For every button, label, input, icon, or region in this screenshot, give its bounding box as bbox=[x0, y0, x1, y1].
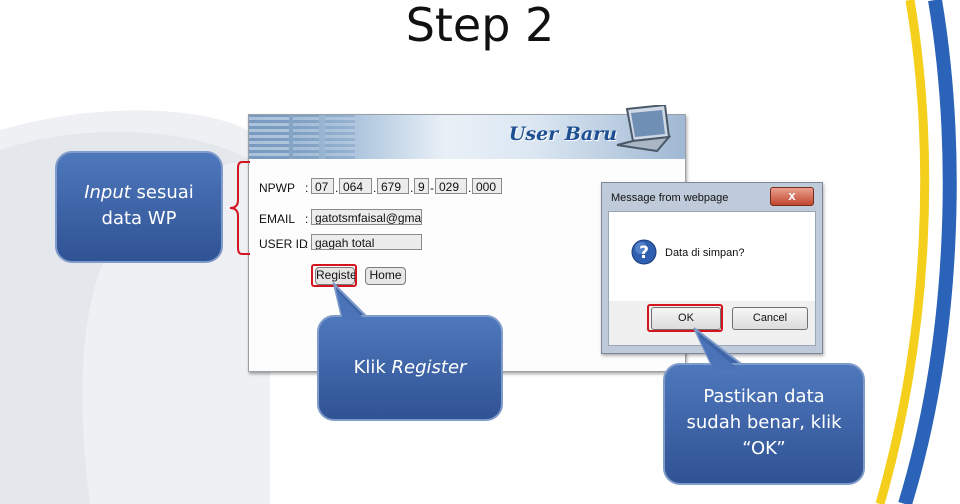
callout-register-italic: Register bbox=[391, 357, 467, 378]
callout-register-text: Klik Register bbox=[318, 355, 502, 381]
npwp-dot: . bbox=[410, 181, 414, 195]
user-id-label: USER ID bbox=[259, 237, 308, 251]
building-graphic bbox=[249, 115, 289, 159]
question-icon: ? bbox=[631, 239, 657, 265]
npwp-part-6-input[interactable]: 000 bbox=[472, 178, 502, 194]
callout-ok-bubble bbox=[663, 327, 865, 485]
npwp-part-2-input[interactable]: 064 bbox=[339, 178, 372, 194]
npwp-dot: . bbox=[468, 181, 472, 195]
callout-ok-line1: Pastikan data bbox=[703, 386, 825, 407]
dialog-message: Data di simpan? bbox=[665, 247, 745, 259]
email-label: EMAIL bbox=[259, 212, 296, 226]
dialog-cancel-button[interactable]: Cancel bbox=[732, 307, 808, 330]
npwp-dot: . bbox=[335, 181, 339, 195]
email-separator: : bbox=[305, 212, 309, 226]
dialog-title: Message from webpage bbox=[611, 192, 729, 204]
callout-input-rest: sesuai bbox=[130, 182, 194, 203]
confirm-dialog: Message from webpage x ? Data di simpan?… bbox=[601, 182, 823, 354]
callout-input-text: Input sesuai data WP bbox=[56, 180, 222, 232]
callout-ok-line3: “OK” bbox=[742, 438, 786, 459]
callout-input-italic: Input bbox=[84, 182, 131, 203]
building-graphic bbox=[293, 115, 319, 159]
home-button[interactable]: Home bbox=[365, 267, 406, 285]
npwp-part-1-input[interactable]: 07 bbox=[311, 178, 334, 194]
callout-ok-line2: sudah benar, klik bbox=[686, 412, 842, 433]
npwp-part-3-input[interactable]: 679 bbox=[377, 178, 409, 194]
dialog-ok-button[interactable]: OK bbox=[651, 307, 721, 330]
npwp-label: NPWP bbox=[259, 181, 295, 195]
npwp-separator: : bbox=[305, 181, 309, 195]
npwp-part-5-input[interactable]: 029 bbox=[435, 178, 467, 194]
user-id-separator: : bbox=[305, 237, 309, 251]
callout-register-bubble bbox=[317, 280, 503, 421]
building-graphic bbox=[325, 115, 355, 159]
slide-title: Step 2 bbox=[405, 0, 555, 52]
svg-text:?: ? bbox=[639, 243, 649, 263]
bracket-brace bbox=[229, 161, 250, 255]
callout-register-plain: Klik bbox=[353, 357, 392, 378]
banner-title: User Baru bbox=[508, 123, 617, 145]
callout-input-bubble bbox=[55, 151, 223, 263]
callout-input-line2: data WP bbox=[101, 208, 177, 229]
npwp-part-4-input[interactable]: 9 bbox=[414, 178, 429, 194]
form-banner: User Baru bbox=[249, 115, 685, 159]
email-input[interactable]: gatotsmfaisal@gmail. bbox=[311, 209, 422, 225]
npwp-dot: . bbox=[373, 181, 377, 195]
laptop-icon bbox=[616, 105, 672, 153]
callout-ok-text: Pastikan data sudah benar, klik “OK” bbox=[664, 384, 864, 462]
user-id-input[interactable]: gagah total bbox=[311, 234, 422, 250]
npwp-dash: - bbox=[430, 181, 434, 195]
dialog-close-button[interactable]: x bbox=[770, 187, 814, 206]
ok-highlight-box bbox=[647, 304, 723, 332]
